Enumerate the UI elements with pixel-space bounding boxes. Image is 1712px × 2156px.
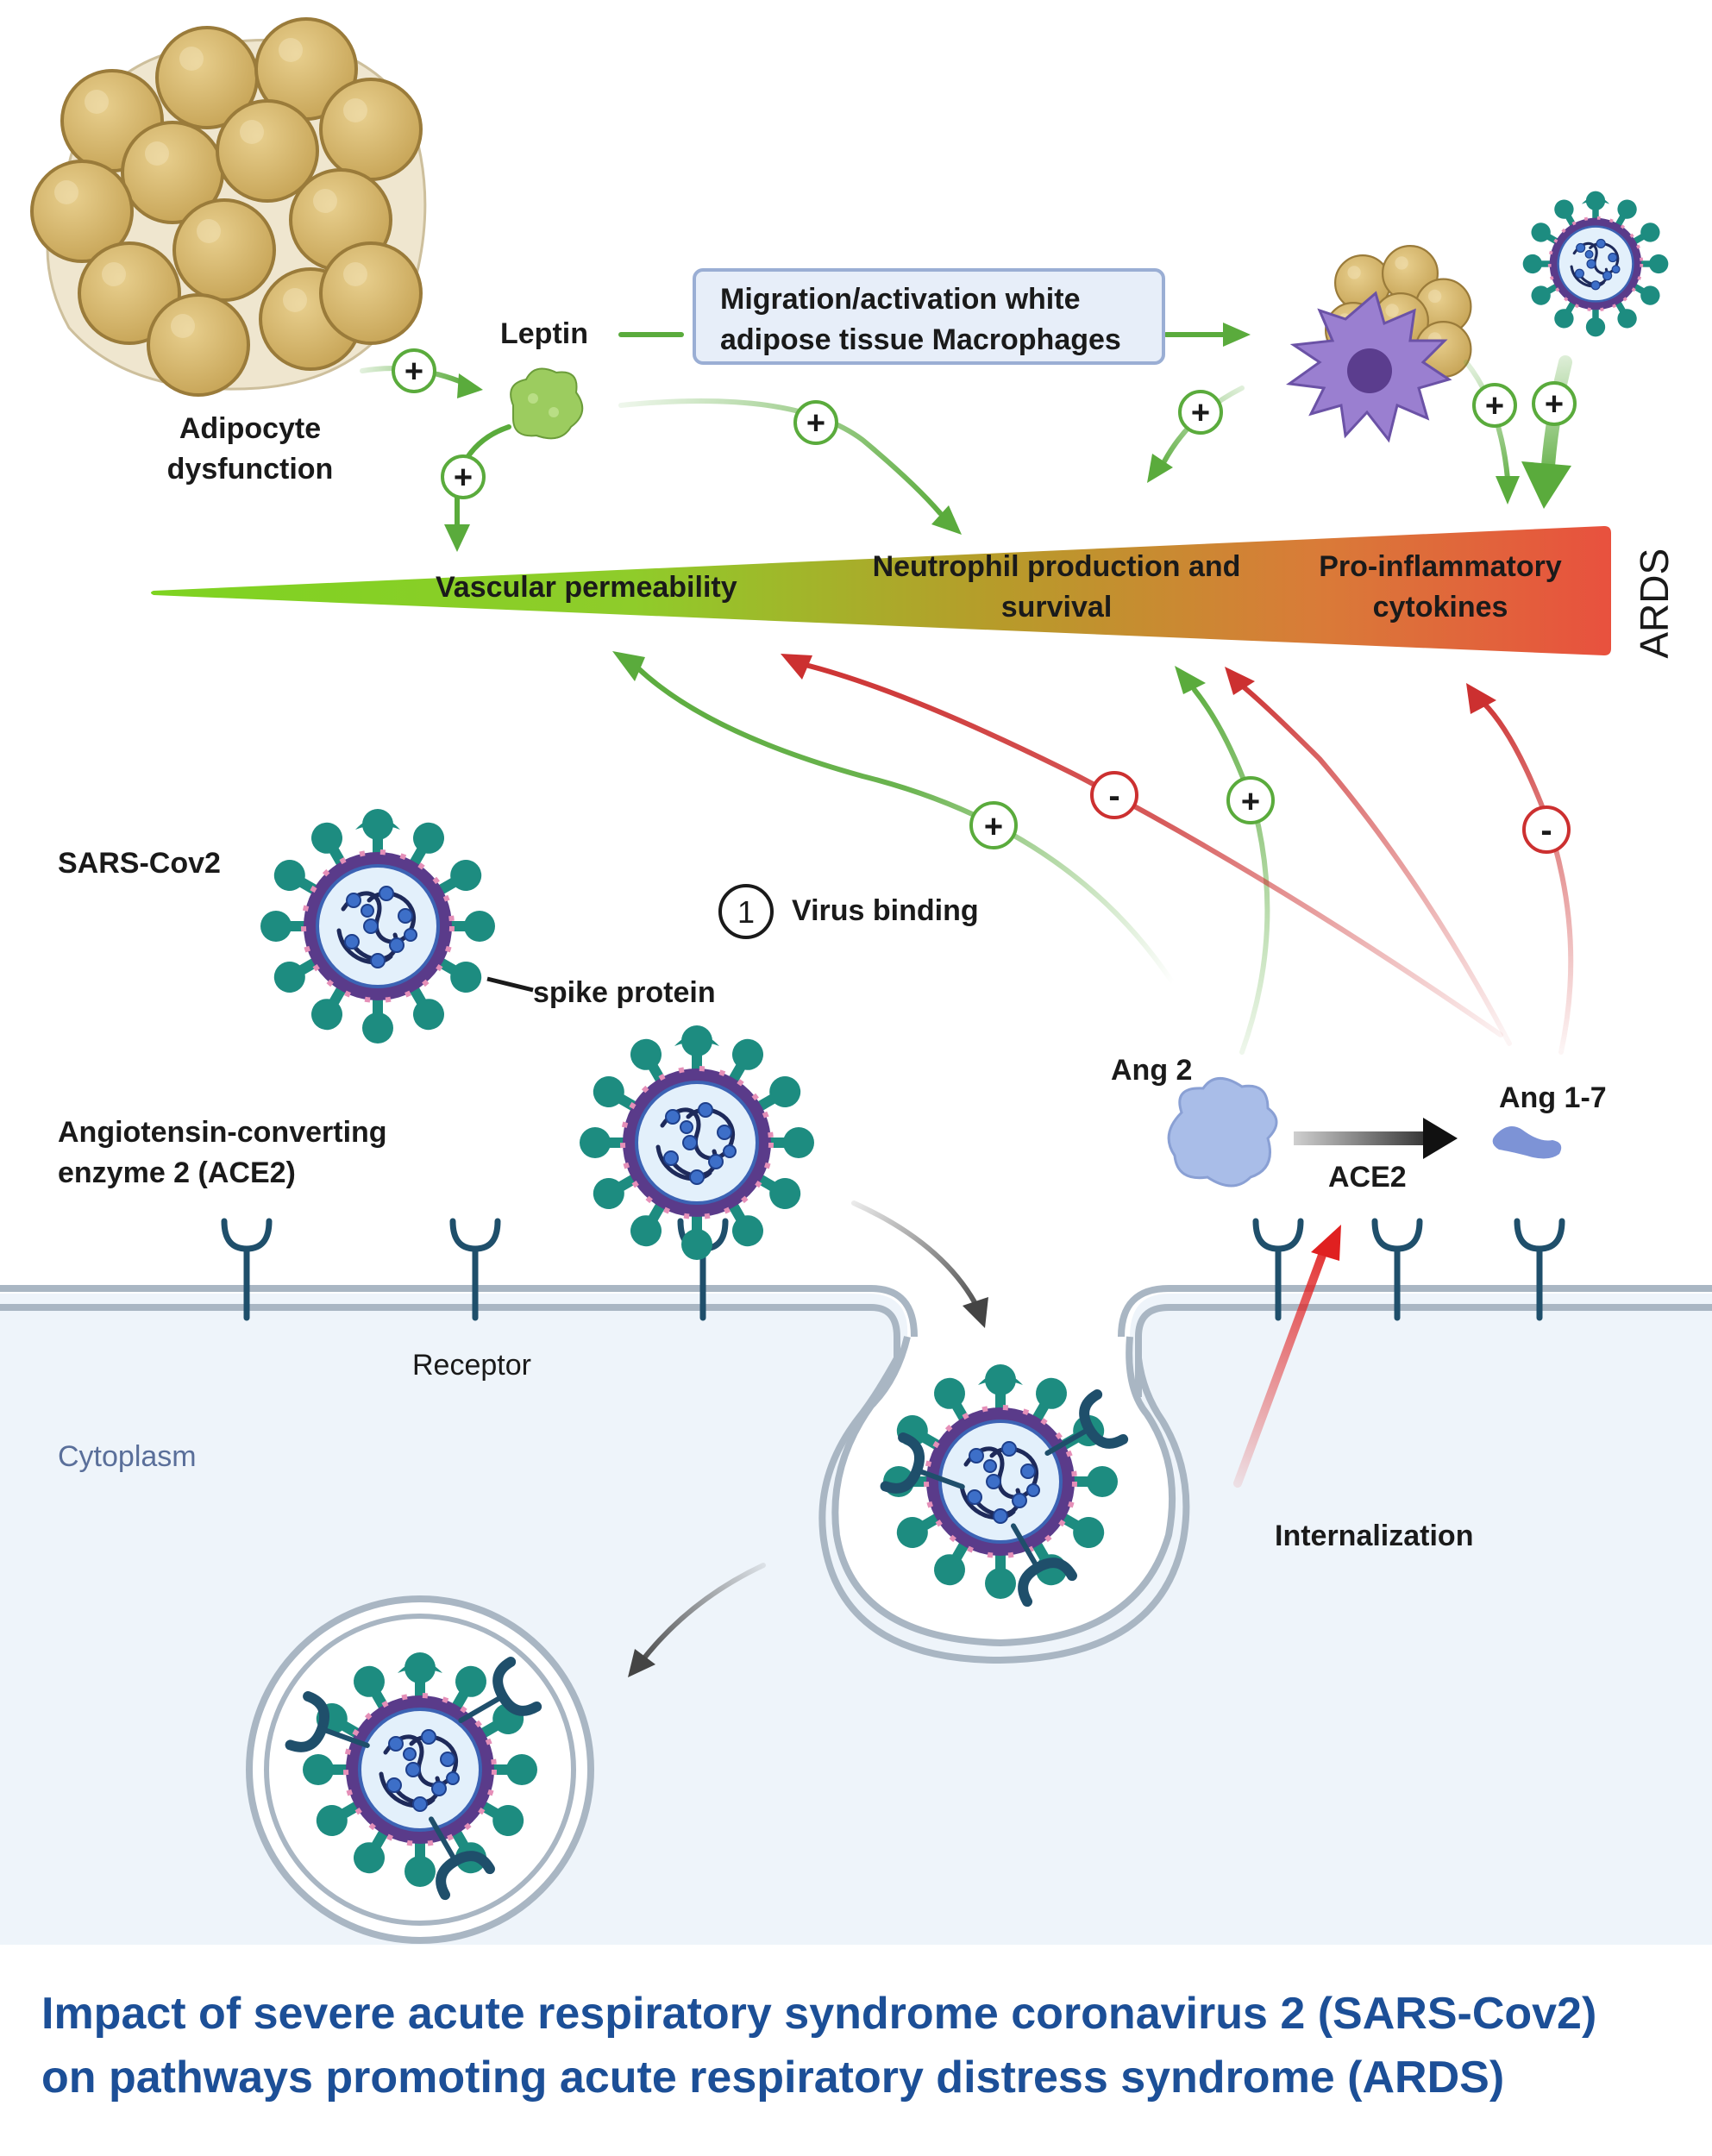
virus-sars-cov2 (260, 809, 495, 1044)
arrow-ang17-vascular (800, 661, 1503, 1037)
cytoplasm-area (0, 1294, 1712, 1945)
badge-plus-ang2-vascular: + (969, 801, 1018, 849)
arrow-leptin-neutrophil (618, 398, 943, 516)
arrowhead-neutrophil-green (1175, 666, 1206, 694)
svg-text:-: - (1108, 777, 1119, 815)
arrow-ang17-cytokines (1481, 700, 1574, 1055)
ang2-blob (1167, 1077, 1278, 1188)
arrow-to-endosome (640, 1563, 766, 1663)
badge-plus-virus-1: + (1472, 383, 1517, 428)
label-ace2: ACE2 (1328, 1161, 1407, 1194)
arrow-ang2-neutrophil (1192, 687, 1270, 1055)
svg-text:+: + (1485, 388, 1504, 424)
label-ards-vertical: ARDS (1632, 548, 1678, 659)
svg-text:+: + (1191, 395, 1210, 431)
arrow-ang2-vascular (636, 666, 1176, 986)
badge-plus-adipocyte: + (392, 348, 436, 393)
arrow-ang17-neutrophil (1239, 683, 1512, 1046)
svg-text:+: + (1241, 784, 1260, 820)
svg-text:+: + (984, 809, 1003, 845)
figure-caption: Impact of severe acute respiratory syndr… (41, 1989, 1597, 2103)
arrowhead-cytokines-red (1466, 683, 1496, 714)
badge-plus-virus-2: + (1532, 381, 1577, 426)
label-leptin: Leptin (500, 317, 588, 350)
svg-text:+: + (806, 405, 825, 442)
label-internalization: Internalization (1275, 1520, 1474, 1552)
svg-text:+: + (454, 460, 473, 496)
label-receptor: Receptor (412, 1349, 531, 1382)
arrow-internalization-ace2 (1233, 1246, 1328, 1488)
label-ang2: Ang 2 (1111, 1054, 1193, 1087)
label-migration: Migration/activation white adipose tissu… (720, 283, 1121, 356)
leptin-blob (510, 367, 584, 440)
label-virus-binding: Virus binding (792, 894, 979, 927)
arrow-binding-to-internalization (851, 1200, 977, 1305)
label-cytoplasm: Cytoplasm (58, 1440, 197, 1473)
svg-text:+: + (404, 354, 423, 390)
label-neutrophil: Neutrophil production and survival (872, 550, 1241, 624)
arrowhead-vascular-red (781, 654, 812, 680)
spike-pointer-line (486, 976, 534, 993)
label-ang17: Ang 1-7 (1499, 1081, 1607, 1114)
svg-text:+: + (1545, 386, 1564, 423)
label-sars-cov2: SARS-Cov2 (58, 847, 221, 880)
label-proinflammatory: Pro-inflammatory cytokines (1319, 550, 1562, 624)
badge-plus-ang2-neutrophil: + (1226, 776, 1275, 824)
svg-text:-: - (1540, 812, 1552, 849)
step1-circle: 1 (718, 884, 774, 939)
virus-top-right (1521, 189, 1671, 339)
badge-minus-ang17-vascular: - (1090, 771, 1138, 819)
macrophage-group (1286, 245, 1472, 443)
svg-text:1: 1 (737, 894, 755, 930)
ards-gradient-wedge (151, 526, 1611, 655)
arrowhead-neutrophil-red (1225, 667, 1255, 695)
badge-minus-ang17-cytokines: - (1522, 805, 1571, 854)
badge-plus-leptin-vascular: + (441, 454, 486, 499)
badge-plus-leptin-neutrophil: + (793, 400, 838, 445)
label-ace2-long: Angiotensin-converting enzyme 2 (ACE2) (58, 1116, 387, 1189)
label-vascular-permeability: Vascular permeability (436, 571, 737, 604)
ang17-blob (1492, 1126, 1562, 1159)
arrowhead-vascular-green (612, 651, 645, 681)
migration-box: Migration/activation white adipose tissu… (693, 268, 1165, 365)
virus-binding (580, 1025, 814, 1260)
badge-plus-macrophage: + (1178, 390, 1223, 435)
arrow-ace2-conversion (1294, 1131, 1440, 1145)
label-adipocyte-dysfunction: Adipocyte dysfunction (166, 412, 334, 486)
adipocyte-cluster (30, 17, 427, 397)
label-spike-protein: spike protein (533, 976, 716, 1009)
